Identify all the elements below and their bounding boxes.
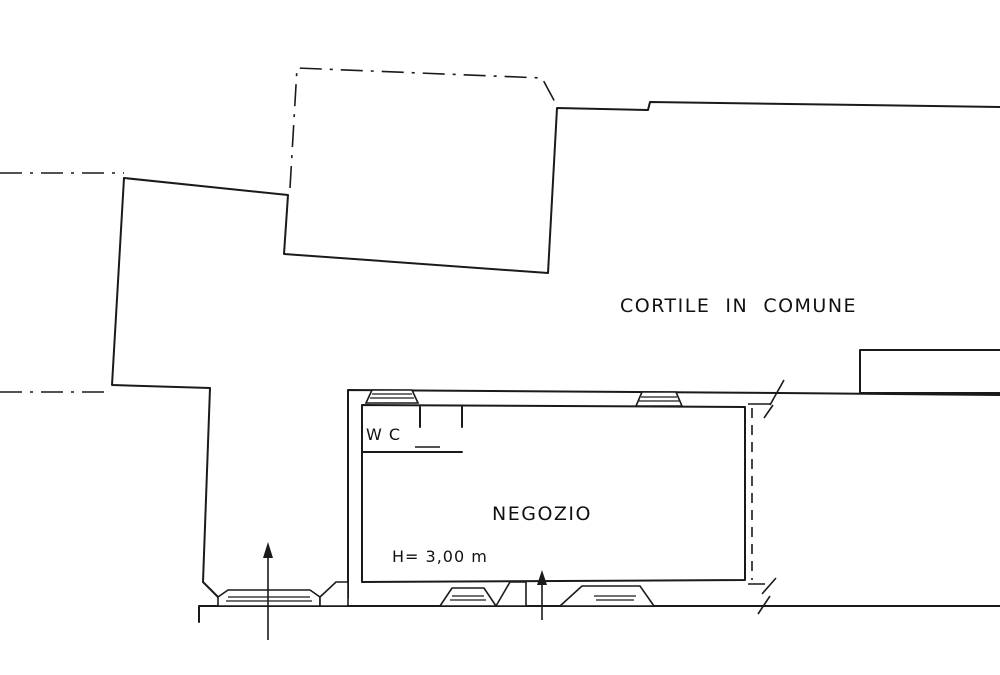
break-mark-right-top xyxy=(763,404,774,419)
break-mark-top xyxy=(769,379,785,406)
break-mark-bottom xyxy=(761,577,777,595)
shop-inner-wall xyxy=(361,404,746,583)
window-courtyard xyxy=(634,391,684,407)
pillar-street-left xyxy=(319,581,349,607)
property-boundaries xyxy=(0,67,557,393)
window-street-left xyxy=(217,589,321,607)
neighbour-building xyxy=(123,101,1000,274)
window-wc xyxy=(364,389,420,404)
window-street-shop-right xyxy=(557,585,656,607)
window-street-shop-left xyxy=(438,587,498,607)
shop-label: NEGOZIO xyxy=(492,503,592,525)
windows xyxy=(217,389,684,607)
entrance-arrows xyxy=(263,542,547,640)
building-outline xyxy=(123,101,1000,274)
courtyard-left-wall xyxy=(111,177,219,598)
pillar-street-middle xyxy=(494,581,527,607)
shop-walls xyxy=(198,379,1000,623)
ceiling-height-label: H= 3,00 m xyxy=(392,547,488,566)
wc-room xyxy=(361,406,463,453)
courtyard-right-annex xyxy=(859,349,1000,394)
street-wall xyxy=(198,605,1000,623)
arrow-entrance-shop xyxy=(537,570,547,620)
boundary-building-top xyxy=(289,67,557,189)
courtyard-outline xyxy=(111,177,1000,598)
shop-outer-wall xyxy=(347,389,1000,599)
break-mark-street xyxy=(757,595,771,615)
courtyard-label: CORTILE IN COMUNE xyxy=(620,295,857,317)
wc-label: W C xyxy=(366,425,401,444)
arrow-entrance-courtyard xyxy=(263,542,273,640)
